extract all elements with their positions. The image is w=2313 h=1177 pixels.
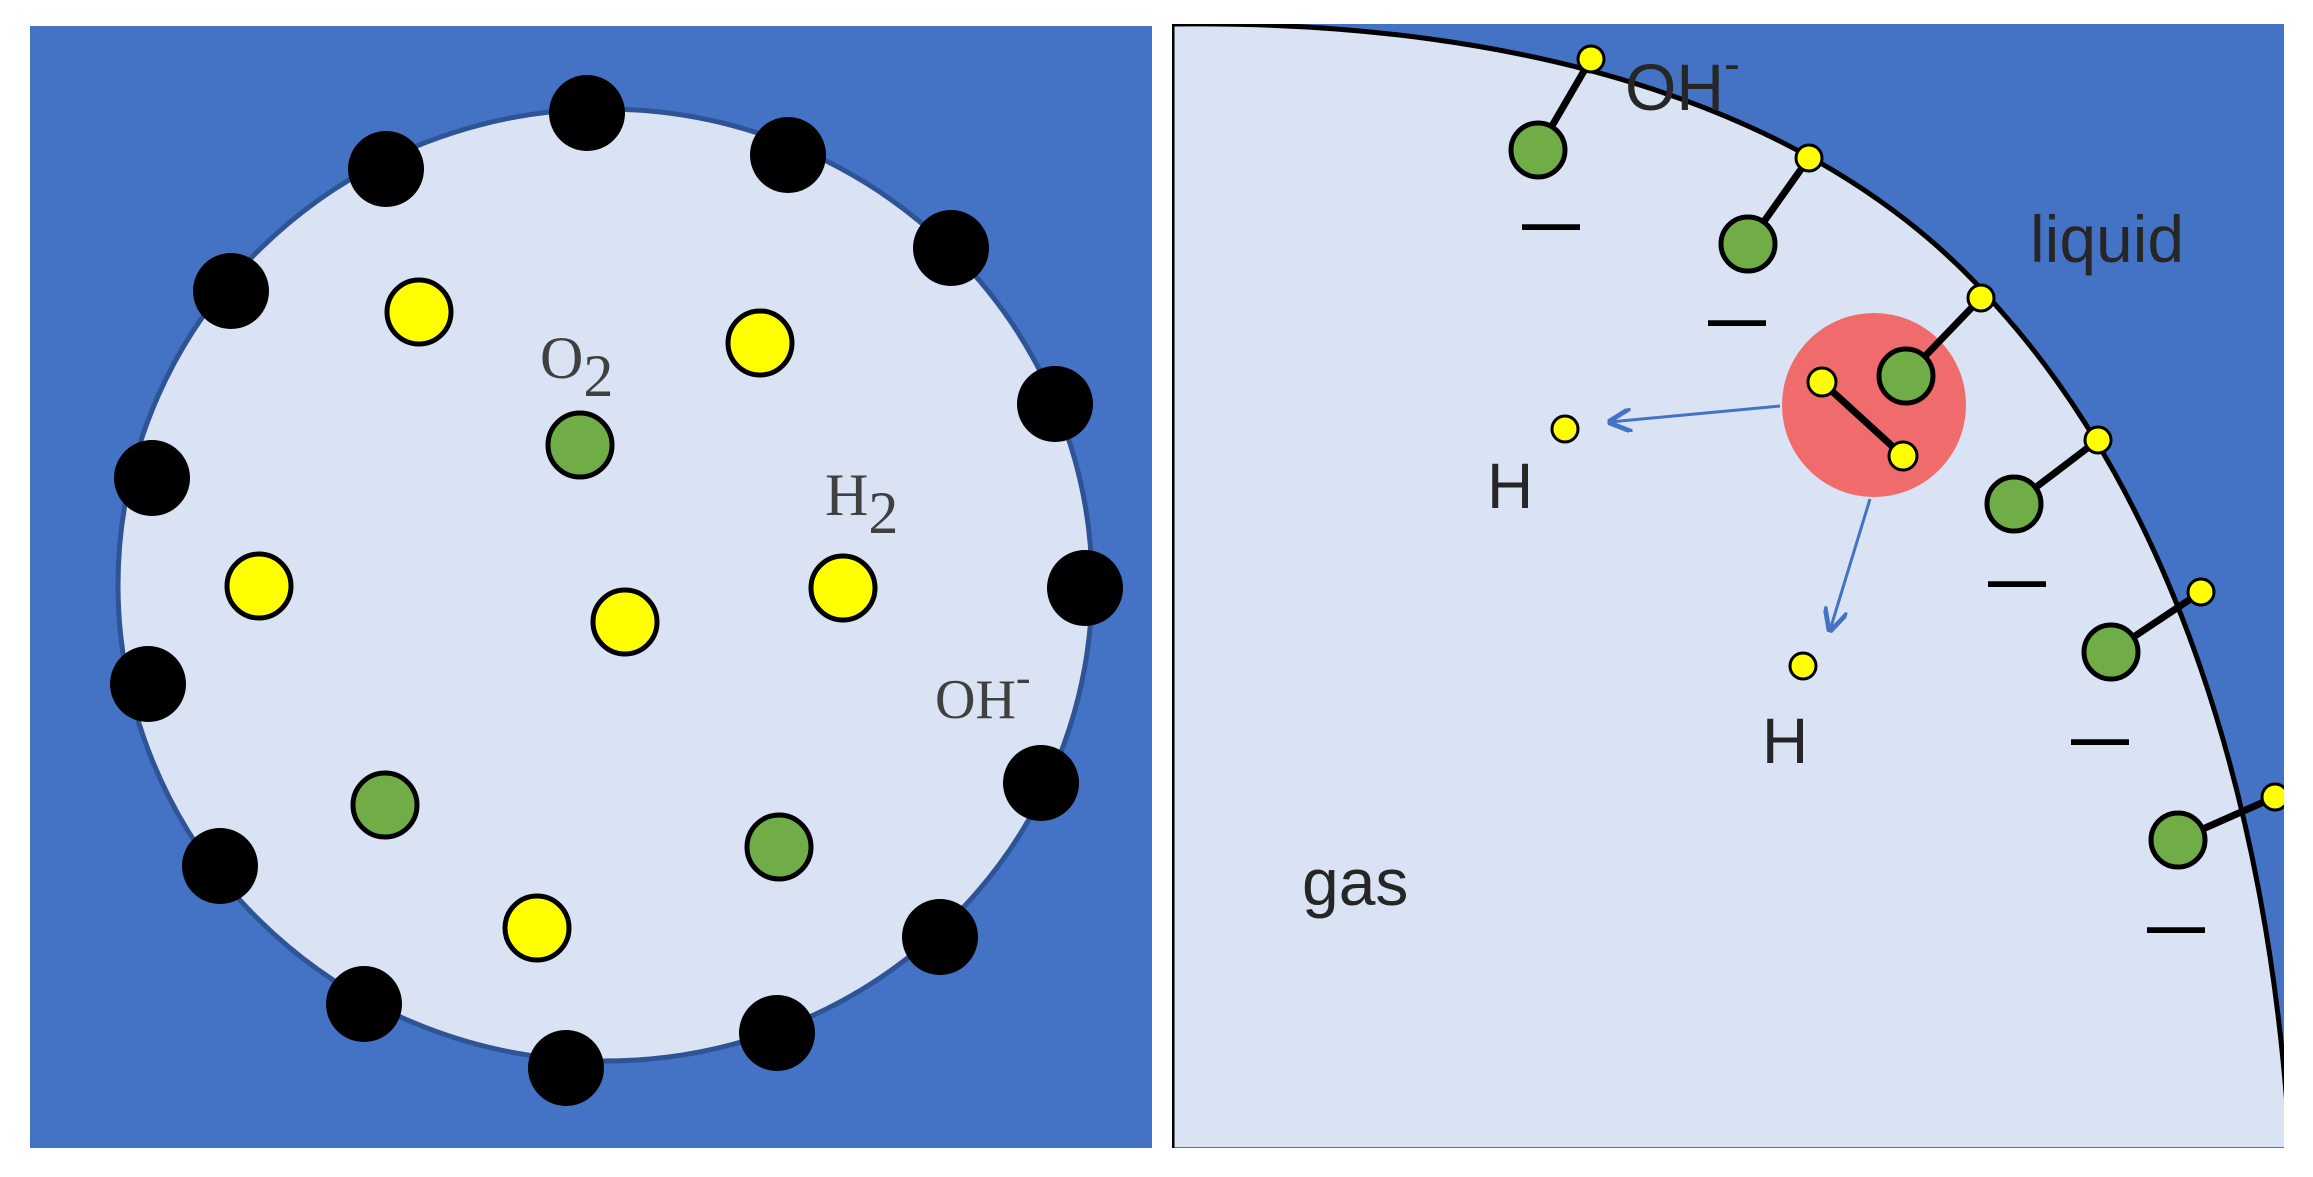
oh-ion-dot: [114, 440, 190, 516]
o2-molecule: [744, 812, 814, 882]
h2-molecule: [725, 308, 795, 378]
liquid-label: liquid: [2030, 202, 2184, 276]
h-atom: [1550, 414, 1580, 444]
oh-ion-dot: [1017, 366, 1093, 442]
minus-sign: —: [1522, 191, 1580, 256]
minus-sign: —: [1988, 548, 2046, 613]
gas-region: [1172, 24, 2284, 1148]
oh-ion-dot: [110, 646, 186, 722]
oh-ion-molecule: [1876, 283, 1996, 406]
reaction-site: [1782, 283, 1996, 497]
surface-oh-ions: [1508, 44, 2284, 870]
o2-label: O2: [540, 325, 613, 409]
h-label: H: [1762, 705, 1808, 777]
h-label: H: [1487, 450, 1533, 522]
oh-ion-dot: [913, 210, 989, 286]
oh-ion-molecule: [1984, 425, 2113, 534]
oh-ion-molecule: [2148, 782, 2284, 870]
h2-molecules: [224, 277, 878, 963]
oh-label: OH-: [1625, 38, 1740, 124]
h2-molecule: [224, 551, 294, 621]
oh-ion-dot: [326, 966, 402, 1042]
oh-ion-dot: [1003, 745, 1079, 821]
oh-ion-dot: [549, 75, 625, 151]
oh-ion-molecule: [1718, 143, 1824, 274]
arrow-to-h-bottom: [1830, 498, 1872, 630]
h-atom: [1788, 651, 1818, 681]
oh-ion-dot: [1047, 550, 1123, 626]
minus-sign: —: [2147, 894, 2205, 959]
h2-molecule: [502, 893, 572, 963]
h2-label: H2: [825, 462, 898, 546]
oh-ion-molecule: [1508, 44, 1606, 180]
oh-ion-dot: [528, 1030, 604, 1106]
negative-charge-marks: — — — — —: [1522, 191, 2205, 959]
oh-ion-dot: [739, 995, 815, 1071]
o2-molecules: [350, 410, 814, 882]
minus-sign: —: [1708, 287, 1766, 352]
oh-label: OH-: [935, 653, 1031, 731]
gas-label: gas: [1302, 845, 1408, 919]
arrow-to-h-left: [1610, 404, 1781, 422]
h2-molecule: [808, 553, 878, 623]
oh-ion-molecule: [2081, 577, 2216, 682]
h2-dissociating: [1806, 366, 1919, 472]
oh-ion-dot: [750, 117, 826, 193]
h2-molecule: [384, 277, 454, 347]
oh-ion-dot: [902, 899, 978, 975]
o2-molecule: [545, 410, 615, 480]
oh-ion-dot: [348, 131, 424, 207]
oh-ion-dot: [182, 828, 258, 904]
oh-ion-dot: [193, 253, 269, 329]
left-panel: O2 H2 OH-: [30, 26, 1152, 1148]
minus-sign: —: [2071, 706, 2129, 771]
h2-molecule: [590, 587, 660, 657]
o2-molecule: [350, 770, 420, 840]
oh-ion-ring: [110, 75, 1123, 1106]
right-panel: — — — — — OH- liquid H H gas: [1172, 24, 2284, 1148]
